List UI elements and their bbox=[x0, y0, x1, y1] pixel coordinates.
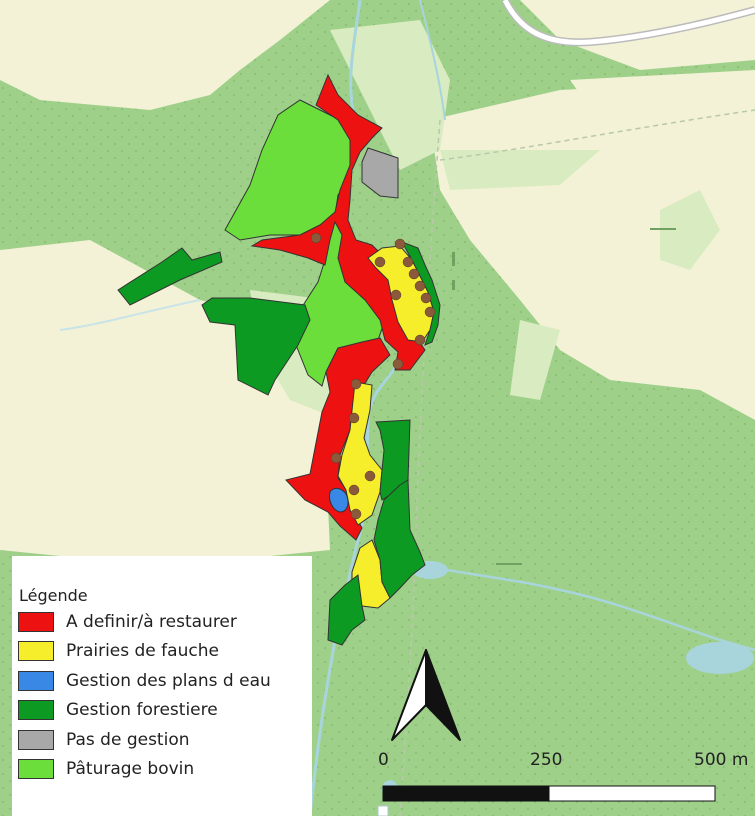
parcel-a-definir bbox=[250, 73, 426, 371]
legend-item: Prairies de fauche bbox=[18, 637, 312, 667]
scale-label-end: 500 m bbox=[694, 750, 749, 770]
legend-swatch bbox=[18, 729, 54, 750]
parcels bbox=[117, 73, 441, 646]
scale-label-start: 0 bbox=[378, 750, 389, 770]
legend-item: A definir/à restaurer bbox=[18, 607, 312, 637]
scale-label-mid: 250 bbox=[530, 750, 563, 770]
parcel-gestion-forestiere bbox=[117, 247, 223, 306]
parcel-gestion-forestiere bbox=[373, 479, 426, 599]
legend-label: Prairies de fauche bbox=[66, 641, 219, 662]
legend-item: Pas de gestion bbox=[18, 725, 312, 755]
legend-label: Gestion forestiere bbox=[66, 700, 218, 721]
legend-swatch bbox=[18, 670, 54, 691]
parcel-gestion-forestiere bbox=[400, 241, 441, 346]
parcel-gestion-forestiere bbox=[327, 574, 366, 646]
observation-points bbox=[310, 232, 436, 520]
faint-map-marks bbox=[452, 228, 676, 565]
legend-swatch bbox=[18, 641, 54, 662]
parcel-gestion-forestiere bbox=[201, 297, 311, 396]
scale-bar bbox=[377, 785, 716, 816]
legend-item: Gestion des plans d eau bbox=[18, 666, 312, 696]
legend-label: A definir/à restaurer bbox=[66, 611, 237, 632]
legend-swatch bbox=[18, 700, 54, 721]
parcel-plans-d-eau bbox=[329, 487, 349, 513]
legend-label: Pâturage bovin bbox=[66, 759, 195, 780]
legend-swatch bbox=[18, 611, 54, 632]
legend-label: Pas de gestion bbox=[66, 729, 190, 750]
map-legend: Légende A definir/à restaurer Prairies d… bbox=[12, 556, 312, 816]
legend-swatch bbox=[18, 759, 54, 780]
legend-item: Gestion forestiere bbox=[18, 696, 312, 726]
parcel-pas-de-gestion bbox=[361, 147, 399, 199]
parcel-gestion-forestiere bbox=[375, 419, 411, 501]
roads bbox=[399, 0, 755, 816]
legend-title: Légende bbox=[19, 586, 88, 605]
legend-label: Gestion des plans d eau bbox=[66, 670, 271, 691]
legend-item: Pâturage bovin bbox=[18, 755, 312, 785]
north-arrow-icon bbox=[391, 649, 461, 741]
